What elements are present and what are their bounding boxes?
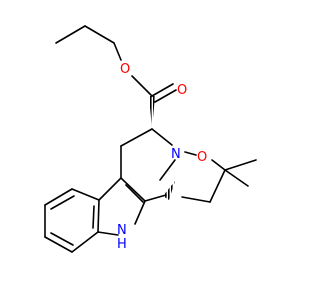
bond-ethyl-ch3 [55,25,86,44]
bond-c5-n [151,128,173,146]
bond-c6a-c11a-b [125,184,144,203]
bond-c6b-c7 [71,188,100,201]
bond-benz-inner-3 [92,205,95,229]
hash-wedge-c11b [163,181,175,200]
bond-c10-c7a [71,231,99,253]
bond-n-c11b [159,159,176,181]
bond-ester-o-carbonyl [131,75,153,97]
bond-ethyl-ch2 [84,25,115,44]
bond-c5-c6 [120,128,153,147]
bond-c6a-c6b [98,177,122,201]
bond-cq-ch2 [209,169,226,203]
atom-label-ring-n: N [171,147,181,162]
atom-label-carbonyl-o: O [177,83,187,98]
atom-label-ring-o: O [197,150,207,165]
atom-label-indole-n: N [117,223,127,238]
bond-lines [44,25,257,253]
atom-label-ester-o: O [120,62,130,77]
bond-n-c7a [97,231,119,236]
bond-ch2-c11b [181,196,211,203]
bond-c11a-n [134,200,146,225]
bond-carbonyl-double-b [154,89,177,103]
bond-c7-c8 [44,188,73,206]
bond-benz-inner-1 [50,195,75,210]
bond-benz-inner-2 [50,232,74,246]
bond-ester-o-ch2 [113,42,122,61]
bond-c11b-c11a [144,194,167,202]
molecule-structure: O O O N N H [44,25,257,253]
hash-wedge-c5 [149,96,155,129]
bond-o-cq [211,159,226,171]
bond-carbonyl-double-a [151,83,174,97]
bond-c9-c10 [44,236,73,253]
atom-label-indole-h: H [117,237,127,252]
bond-c6a-c11a-a [120,177,146,202]
bond-n-o [184,151,197,156]
bond-cq-me2 [224,169,249,187]
bond-c6b-c7a [97,199,100,233]
bond-cq-me1 [224,159,257,171]
